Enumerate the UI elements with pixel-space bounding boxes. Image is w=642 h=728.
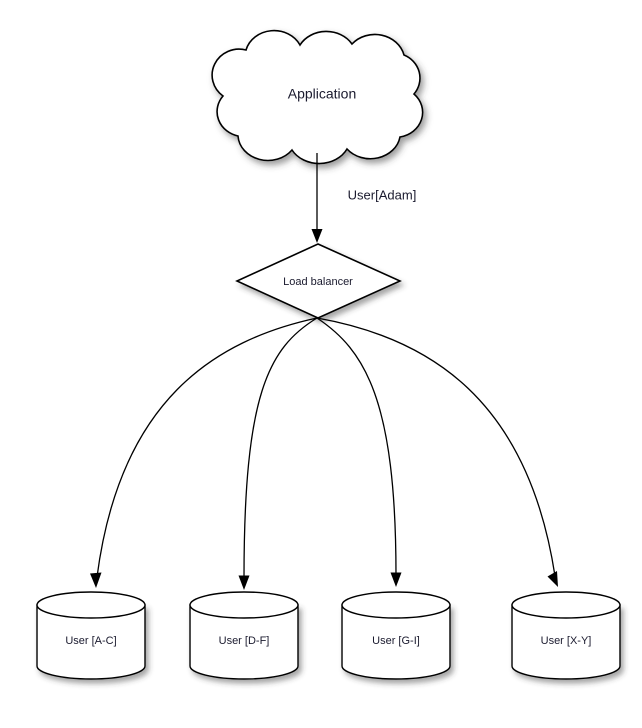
node-load-balancer[interactable]: Load balancer <box>235 243 402 319</box>
arrow-head-icon <box>390 572 402 587</box>
application-label: Application <box>288 86 357 102</box>
database-2-label: User [D-F] <box>219 635 270 647</box>
arrow-head-icon <box>311 229 323 243</box>
arrow-head-icon <box>547 571 558 587</box>
arrow-head-icon <box>238 575 250 590</box>
edge-label-user-adam: User[Adam] <box>348 187 417 202</box>
arrow-head-icon <box>90 572 102 588</box>
edge-app-to-loadbalancer: User[Adam] <box>311 153 417 243</box>
edge-lb-to-db-1 <box>90 317 318 588</box>
node-application[interactable]: Application <box>211 29 424 165</box>
database-3-label: User [G-I] <box>372 635 420 647</box>
node-database-1[interactable]: User [A-C] <box>36 591 146 680</box>
node-database-2[interactable]: User [D-F] <box>189 591 299 680</box>
edge-lb-to-db-2 <box>238 317 318 590</box>
node-database-3[interactable]: User [G-I] <box>341 591 451 680</box>
node-database-4[interactable]: User [X-Y] <box>511 591 621 680</box>
edge-lb-to-db-4 <box>316 317 558 587</box>
load-balancer-label: Load balancer <box>283 276 353 288</box>
database-4-label: User [X-Y] <box>541 635 592 647</box>
database-1-label: User [A-C] <box>65 635 116 647</box>
edge-lb-to-db-3 <box>316 317 402 587</box>
